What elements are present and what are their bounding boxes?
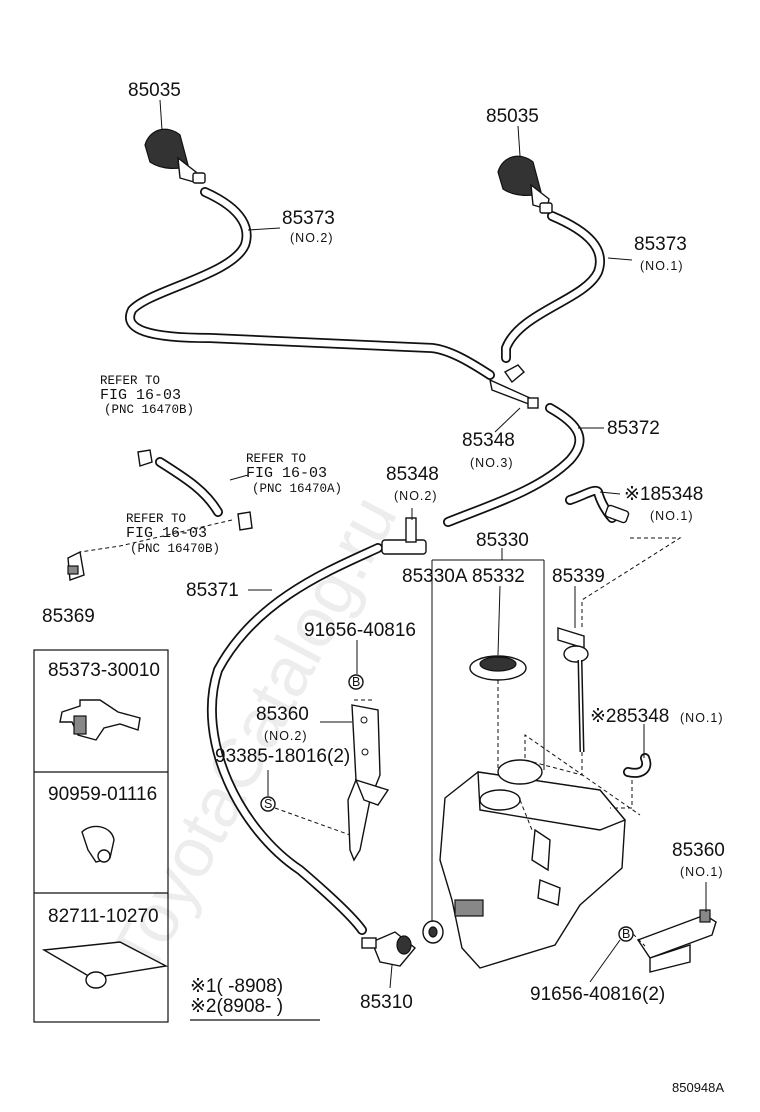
svg-text:REFER TO: REFER TO (246, 452, 306, 466)
label-pipe: 85339 (552, 566, 605, 587)
marker-b-bottom: B (618, 926, 634, 942)
label-bracket-no2: 85360 (256, 704, 309, 725)
part-labels: 85035 85035 85373 (NO.2) 85373 (NO.1) 85… (42, 80, 725, 1013)
joint-no1-icon (604, 504, 630, 524)
svg-text:FIG 16-03: FIG 16-03 (246, 465, 327, 482)
label-hose-85371: 85371 (186, 580, 239, 601)
footnotes: ※1( -8908) ※2(8908- ) (190, 976, 320, 1021)
washer-tank-icon (439, 759, 627, 969)
label-bolt-top: 91656-40816 (304, 620, 416, 641)
label-box2: 90959-01116 (48, 784, 157, 805)
joint-no3-icon (489, 364, 539, 409)
inset-boxes (33, 649, 169, 1023)
reference-note-1: REFER TO FIG 16-03 (PNC 16470B) (100, 374, 194, 417)
pipe-85339-icon (557, 627, 589, 753)
label-screw: 93385-18016(2) (215, 746, 350, 767)
figure-code: 850948A (672, 1080, 724, 1095)
bracket-no1-icon (636, 909, 717, 973)
svg-text:(PNC 16470B): (PNC 16470B) (104, 403, 194, 417)
svg-text:B: B (352, 675, 361, 689)
label-cap: 85332 (472, 566, 525, 587)
grommet-icon (422, 920, 444, 944)
label-joint-no2-sub: (NO.2) (394, 489, 438, 503)
label-hose-no1-sub: (NO.1) (640, 259, 684, 273)
svg-text:(PNC 16470B): (PNC 16470B) (130, 542, 220, 556)
label-bolt-bottom: 91656-40816(2) (530, 984, 665, 1005)
svg-text:FIG 16-03: FIG 16-03 (100, 387, 181, 404)
label-bracket-no2-sub: (NO.2) (264, 729, 308, 743)
hose-85371 (206, 543, 383, 935)
label-nozzle-left: 85035 (128, 80, 181, 101)
clip-upper-icon (137, 449, 153, 467)
label-hose-no2: 85373 (282, 208, 335, 229)
tank-cap-icon (469, 655, 527, 681)
clip-lower-icon (237, 511, 253, 531)
joint-no2-icon (381, 517, 427, 555)
label-box1: 85373-30010 (48, 660, 160, 681)
svg-text:REFER TO: REFER TO (100, 374, 160, 388)
label-joint-note2: ※285348 (590, 706, 669, 727)
label-bracket-no1: 85360 (672, 840, 725, 861)
svg-text:FIG 16-03: FIG 16-03 (126, 525, 207, 542)
inset-box-1: 85373-30010 (48, 660, 160, 741)
nozzle-right-icon (497, 155, 553, 214)
hose-85373-no2 (125, 187, 495, 380)
label-joint-no3-sub: (NO.3) (470, 456, 514, 470)
hose-85372 (443, 403, 585, 527)
label-clamp: 85369 (42, 606, 95, 627)
note-2: ※2(8908- ) (190, 996, 283, 1017)
marker-s: S (260, 796, 276, 812)
note-1: ※1( -8908) (190, 976, 283, 997)
clamp-85369-icon (67, 550, 85, 581)
label-joint-no2: 85348 (386, 464, 439, 485)
label-hose-85372: 85372 (607, 418, 660, 439)
leader-lines (159, 99, 707, 989)
label-joint-note2-sub: (NO.1) (680, 711, 724, 725)
hose-small-ref (155, 457, 223, 517)
label-joint-no1-sub: (NO.1) (650, 509, 694, 523)
dashed-lines (79, 519, 682, 947)
reference-note-3: REFER TO FIG 16-03 (PNC 16470B) (126, 512, 220, 556)
hose-note2-small (623, 753, 652, 778)
label-hose-no1: 85373 (634, 234, 687, 255)
inset-box-3: 82711-10270 (41, 906, 169, 989)
label-bracket-no1-sub: (NO.1) (680, 865, 724, 879)
svg-text:(PNC 16470A): (PNC 16470A) (252, 482, 342, 496)
nozzle-left-icon (144, 128, 206, 184)
bracket-no2-icon (347, 704, 390, 862)
reference-note-2: REFER TO FIG 16-03 (PNC 16470A) (246, 452, 342, 496)
label-joint-no1: ※185348 (624, 484, 703, 505)
label-hose-no2-sub: (NO.2) (290, 231, 334, 245)
svg-text:B: B (622, 927, 631, 941)
inset-box-2: 90959-01116 (48, 784, 157, 863)
pump-85310-icon (361, 931, 416, 967)
label-nozzle-right: 85035 (486, 106, 539, 127)
marker-b-top: B (348, 674, 364, 690)
label-pump: 85310 (360, 992, 413, 1013)
label-joint-no3: 85348 (462, 430, 515, 451)
svg-text:REFER TO: REFER TO (126, 512, 186, 526)
hose-85373-no1 (501, 211, 605, 363)
label-box3: 82711-10270 (48, 906, 159, 927)
label-tank-a: 85330A (402, 566, 468, 587)
label-tank-group: 85330 (476, 530, 529, 551)
svg-text:S: S (264, 797, 273, 811)
